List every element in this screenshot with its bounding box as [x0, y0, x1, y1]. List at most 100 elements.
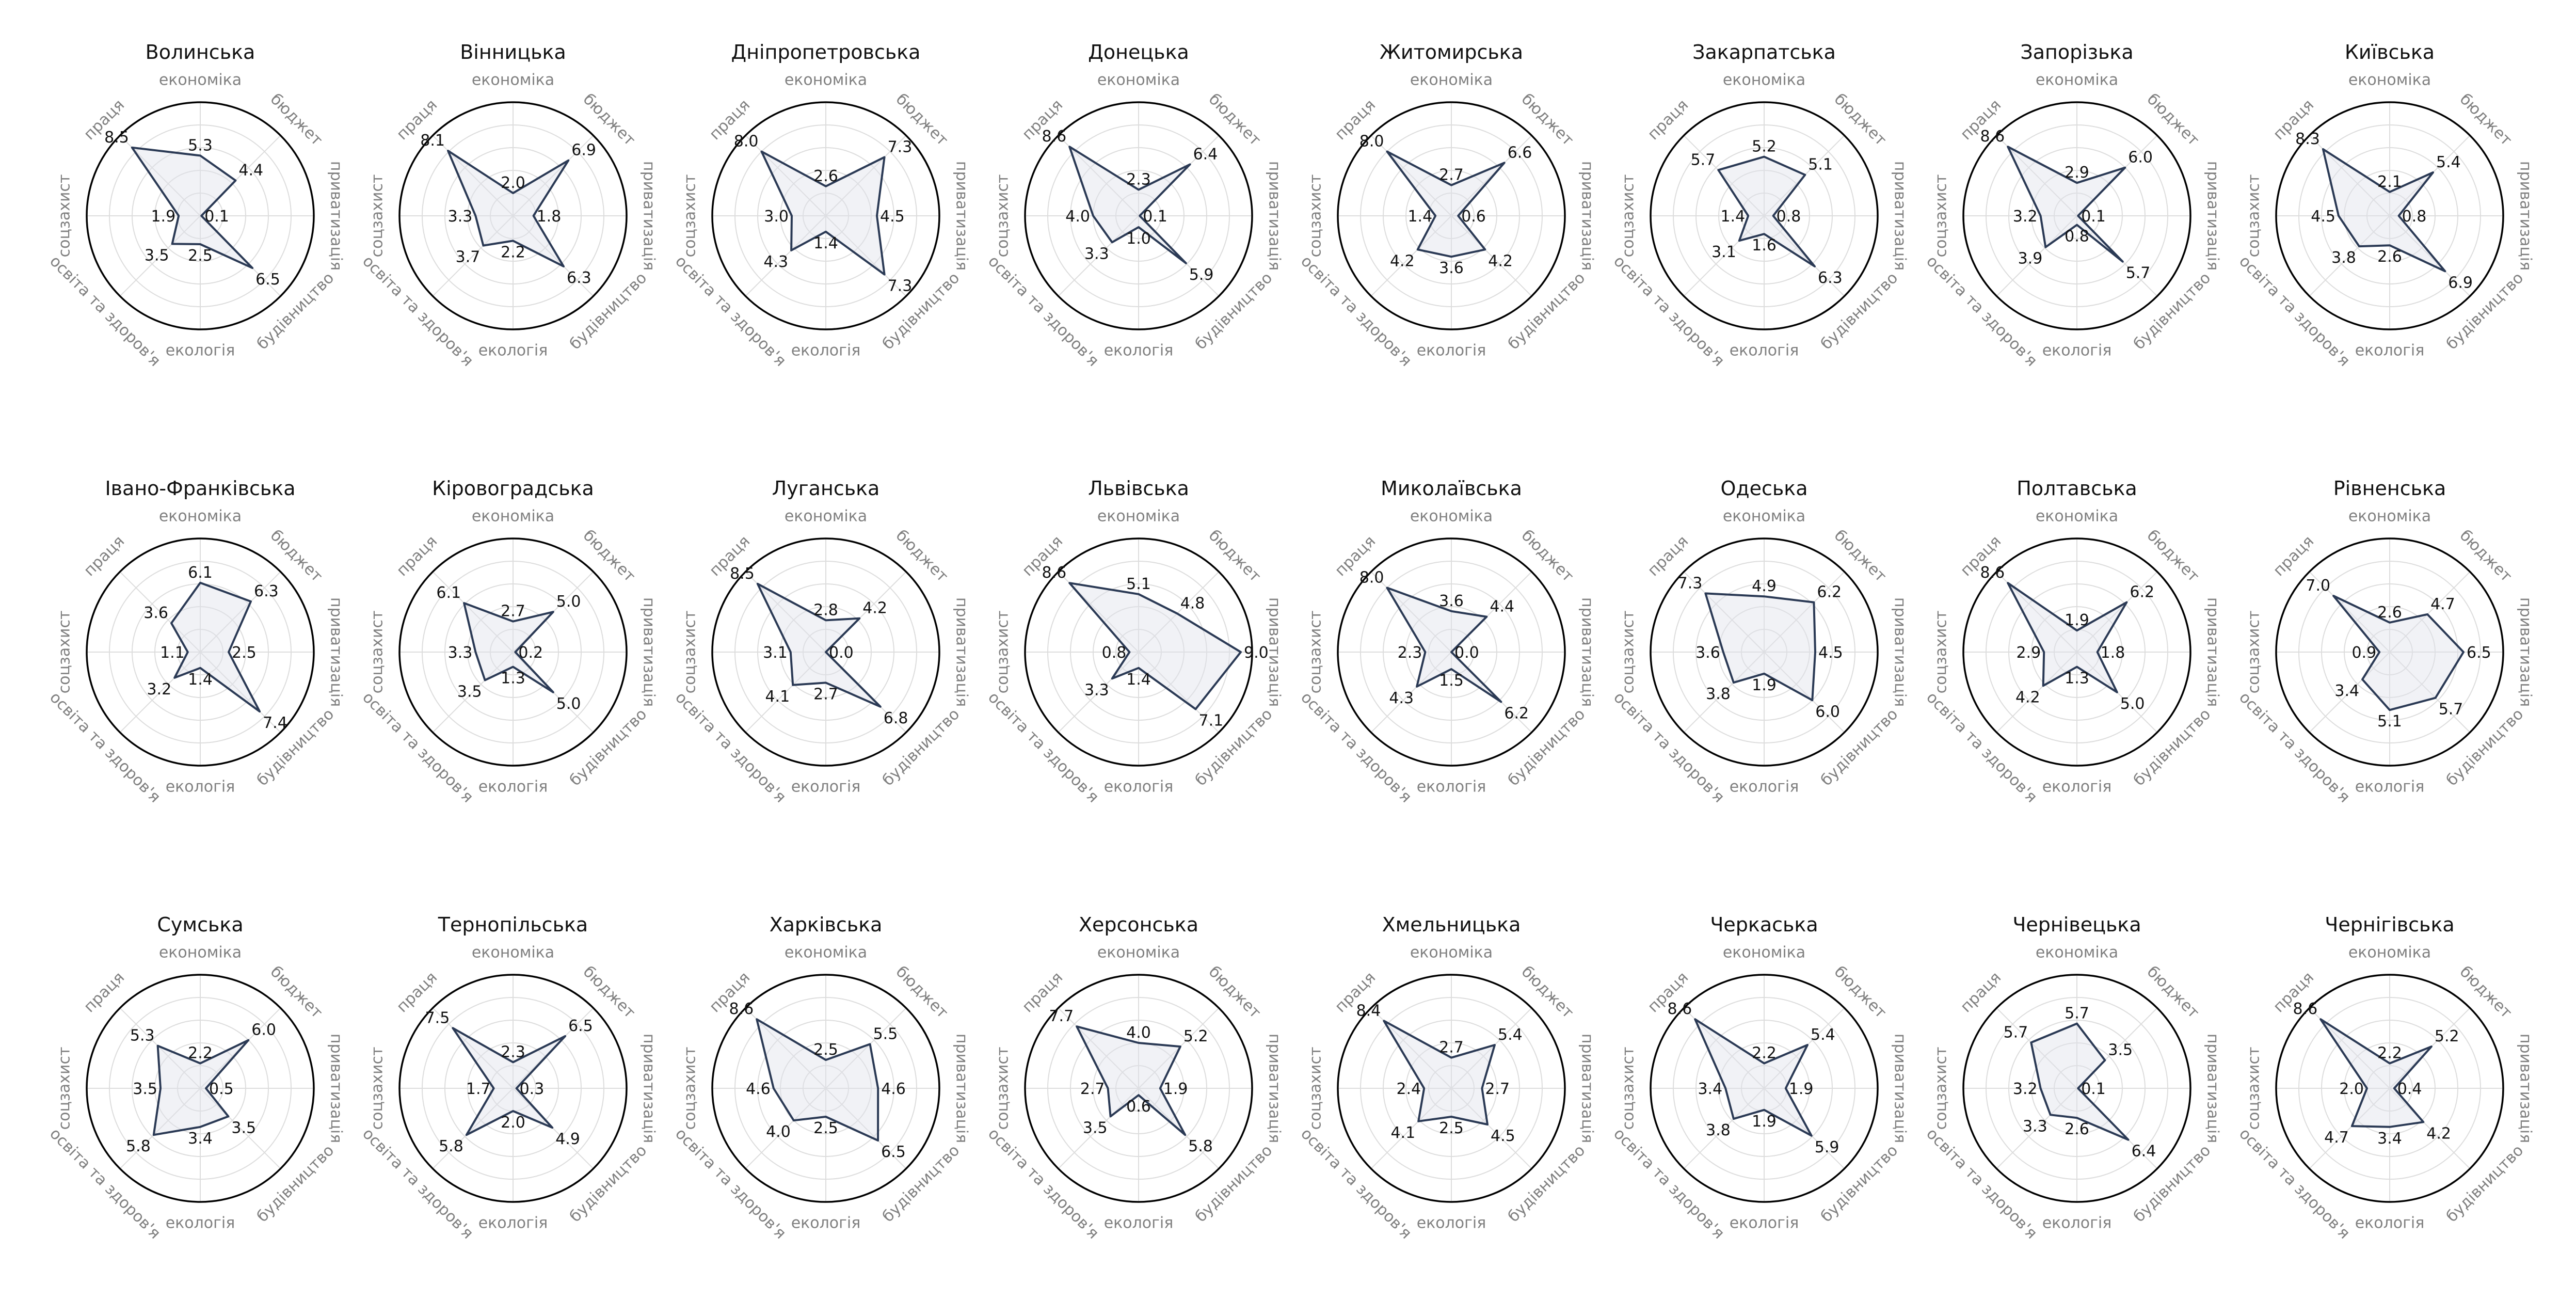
grid-spoke — [2309, 215, 2390, 297]
axis-label: економіка — [2036, 508, 2118, 526]
panel-title: Вінницька — [460, 41, 566, 64]
grid-spoke — [1370, 215, 1452, 297]
axis-label: соцзахист — [994, 1047, 1012, 1130]
panel-title: Херсонська — [1079, 913, 1198, 936]
grid-spoke — [1138, 652, 1220, 733]
value-label: 3.5 — [231, 1119, 256, 1137]
panel-title: Сумська — [157, 913, 243, 936]
value-label: 0.8 — [1777, 208, 1801, 226]
grid-spoke — [745, 215, 826, 297]
series-polygon — [1717, 155, 1816, 267]
value-label: 6.6 — [1508, 144, 1532, 162]
value-label: 1.1 — [160, 644, 185, 662]
axis-label: економіка — [785, 508, 867, 526]
axis-label: приватизація — [2204, 1034, 2222, 1143]
value-label: 8.3 — [2295, 130, 2320, 148]
value-label: 1.4 — [188, 671, 213, 689]
axis-label: економіка — [1723, 71, 1805, 89]
axis-label: соцзахист — [1307, 1047, 1325, 1130]
value-label: 2.3 — [1126, 170, 1151, 188]
axis-label: приватизація — [2517, 1034, 2535, 1143]
axis-label: екологія — [1417, 778, 1486, 796]
axis-label: економіка — [472, 508, 554, 526]
series-polygon — [2007, 146, 2126, 263]
value-label: 4.3 — [1389, 689, 1414, 707]
grid-spoke — [825, 135, 907, 216]
outer-ring — [1024, 974, 1253, 1203]
value-label: 0.8 — [2402, 208, 2427, 226]
value-label: 4.5 — [1491, 1127, 1515, 1145]
series-polygon — [447, 150, 570, 267]
axis-label: соцзахист — [1620, 611, 1638, 694]
value-label: 8.0 — [734, 133, 759, 151]
value-label: 1.4 — [813, 234, 838, 252]
value-label: 3.8 — [2331, 249, 2356, 267]
value-label: 3.2 — [2013, 1080, 2038, 1098]
value-label: 5.3 — [188, 136, 213, 154]
series-polygon — [131, 146, 254, 269]
value-label: 5.4 — [2436, 153, 2461, 171]
value-label: 2.9 — [2016, 644, 2041, 662]
value-label: 2.2 — [2377, 1044, 2402, 1063]
series-polygon — [1704, 592, 1816, 702]
series-polygon — [1383, 1020, 1496, 1125]
outer-ring — [1962, 101, 2191, 330]
axis-label: приватизація — [953, 597, 971, 707]
value-label: 1.7 — [466, 1080, 491, 1098]
grid-spoke — [2389, 652, 2471, 733]
series-polygon — [2319, 1018, 2433, 1128]
value-label: 3.8 — [1706, 685, 1731, 703]
radar-chart: 2.15.40.86.92.63.84.58.3економікабюджетп… — [2235, 41, 2535, 370]
axis-label: приватизація — [2517, 161, 2535, 271]
value-label: 3.5 — [457, 683, 482, 701]
grid-spoke — [432, 571, 514, 653]
value-label: 0.4 — [2397, 1080, 2422, 1098]
panel-title: Закарпатська — [1692, 41, 1836, 64]
value-label: 2.3 — [1398, 644, 1422, 662]
value-label: 8.6 — [729, 1000, 754, 1018]
value-label: 8.6 — [2293, 1000, 2317, 1018]
value-label: 0.1 — [204, 208, 229, 226]
value-label: 4.0 — [1065, 208, 1090, 226]
axis-label: соцзахист — [1620, 175, 1638, 258]
radar-chart: 5.73.50.16.42.63.33.25.7економікабюджетп… — [1923, 913, 2222, 1243]
axis-label: соцзахист — [2245, 611, 2263, 694]
radar-chart: 2.26.00.53.53.45.83.55.3економікабюджетп… — [46, 913, 345, 1243]
value-label: 2.5 — [188, 247, 213, 265]
axis-label: екологія — [1104, 342, 1174, 360]
grid-spoke — [2389, 571, 2471, 653]
grid-spoke — [1683, 571, 1765, 653]
axis-label: приватизація — [1891, 161, 1909, 271]
axis-label: економіка — [472, 944, 554, 962]
axis-label: приватизація — [640, 1034, 658, 1143]
value-label: 3.5 — [145, 246, 169, 264]
axis-label: приватизація — [327, 597, 345, 707]
series-polygon — [463, 602, 554, 693]
value-label: 1.3 — [501, 670, 525, 688]
panel-title: Запорізька — [2020, 41, 2133, 64]
value-label: 3.4 — [2334, 682, 2359, 700]
value-label: 1.9 — [1752, 1113, 1777, 1131]
outer-ring — [1962, 974, 2191, 1203]
panel-title: Івано-Франківська — [105, 477, 295, 500]
value-label: 8.0 — [1359, 133, 1384, 151]
grid-spoke — [1058, 1088, 1139, 1169]
grid-spoke — [432, 215, 514, 297]
value-label: 2.5 — [813, 1041, 838, 1059]
grid-spoke — [745, 135, 826, 216]
axis-label: приватизація — [1578, 161, 1596, 271]
grid-spoke — [2309, 1088, 2390, 1169]
value-label: 2.4 — [1396, 1080, 1421, 1098]
value-label: 3.4 — [188, 1130, 213, 1148]
value-label: 1.9 — [151, 208, 175, 226]
value-label: 3.2 — [2013, 208, 2038, 226]
outer-ring — [1650, 101, 1879, 330]
axis-label: економіка — [2036, 71, 2118, 89]
value-label: 2.2 — [501, 243, 525, 261]
